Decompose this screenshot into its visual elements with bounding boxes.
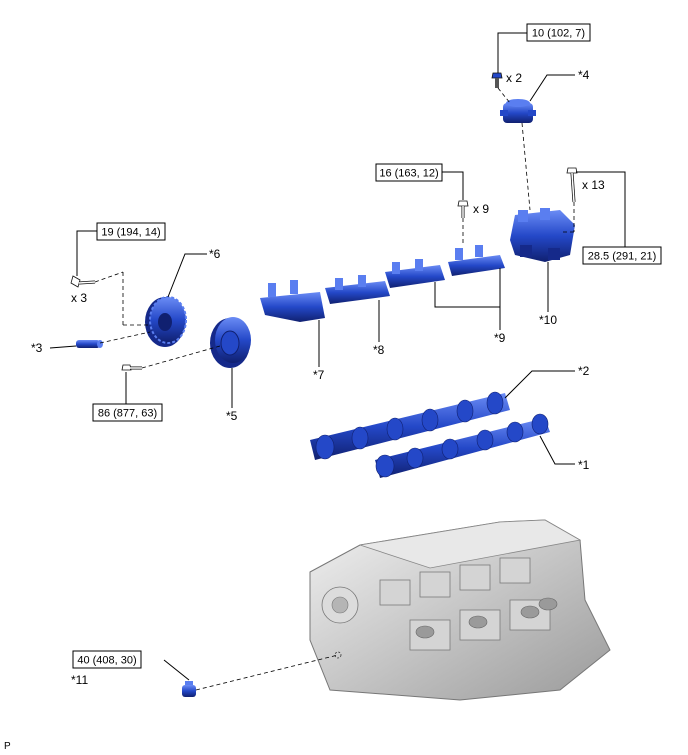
callout-1: *1 <box>578 458 590 472</box>
leader-lines <box>49 32 626 681</box>
assembly-lines <box>94 87 575 691</box>
callout-3: *3 <box>31 341 43 355</box>
callout-8: *8 <box>373 343 385 357</box>
callout-2: *2 <box>578 364 590 378</box>
straight-pin-part <box>76 340 103 348</box>
camshaft-timing-sprocket-part <box>145 296 187 347</box>
torque-spec-4: 28.5 (291, 21) <box>582 246 662 265</box>
svg-text:86 (877, 63): 86 (877, 63) <box>98 408 157 420</box>
plug-part <box>182 681 196 697</box>
callout-7: *7 <box>313 368 325 382</box>
gear-bolt-icon <box>121 364 142 371</box>
callout-6: *6 <box>209 247 221 261</box>
bearing-cap-7-part <box>260 280 325 322</box>
cylinder-head-assembly <box>309 519 611 701</box>
svg-text:16 (163, 12): 16 (163, 12) <box>379 168 438 180</box>
torque-spec-6: 40 (408, 30) <box>72 650 142 669</box>
camshaft-bearing-cap-part <box>500 99 536 123</box>
svg-text:10 (102, 7): 10 (102, 7) <box>532 28 585 40</box>
bearing-cap-9b-part <box>385 259 445 288</box>
long-bolt-icon <box>566 167 578 203</box>
svg-text:19 (194, 14): 19 (194, 14) <box>101 227 160 239</box>
callout-5: *5 <box>226 409 238 423</box>
quantity-label-2: x 9 <box>473 202 489 216</box>
svg-text:40 (408, 30): 40 (408, 30) <box>77 655 136 667</box>
torque-spec-1: 10 (102, 7) <box>526 23 591 42</box>
bolt-icon <box>491 72 503 88</box>
bearing-cap-9a-part <box>448 245 505 276</box>
torque-spec-5: 86 (877, 63) <box>92 403 163 422</box>
torque-spec-2: 16 (163, 12) <box>375 163 443 182</box>
camshaft-housing-part <box>510 208 575 262</box>
corner-mark: P <box>4 741 11 752</box>
quantity-label-3: x 13 <box>582 178 605 192</box>
camshaft-timing-gear-part <box>210 317 251 368</box>
sprocket-bolt-icon <box>70 275 96 288</box>
bearing-cap-8-part <box>325 275 390 304</box>
quantity-label-4: x 3 <box>71 291 87 305</box>
small-bolt-icon <box>457 200 469 218</box>
quantity-label-1: x 2 <box>506 71 522 85</box>
svg-text:28.5 (291, 21): 28.5 (291, 21) <box>588 251 657 263</box>
callout-11: *11 <box>71 673 88 687</box>
callout-10: *10 <box>539 313 557 327</box>
callout-4: *4 <box>578 68 590 82</box>
camshaft-2-part <box>310 391 510 460</box>
camshaft-1-part <box>375 413 550 478</box>
callout-9: *9 <box>494 331 506 345</box>
torque-spec-3: 19 (194, 14) <box>96 222 166 241</box>
